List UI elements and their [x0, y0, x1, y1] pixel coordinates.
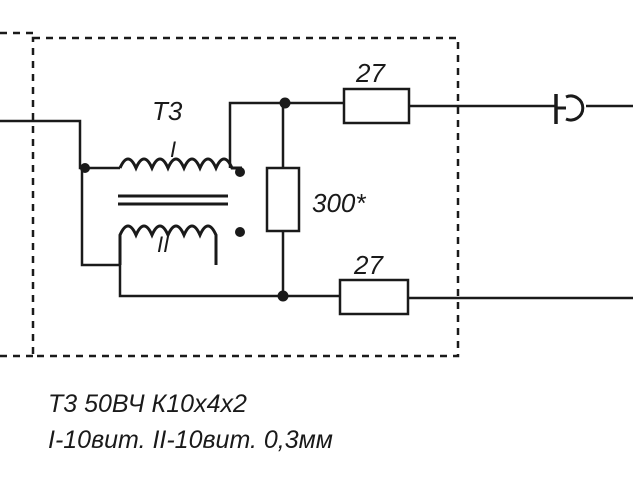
secondary-bottom-lead	[118, 265, 283, 298]
resistor-bottom	[338, 278, 410, 316]
input-wire	[0, 119, 120, 170]
junction-dot-top	[279, 97, 291, 109]
resistor-bottom-label: 27	[353, 250, 384, 280]
notes-line-1: Т3 50ВЧ К10х4х2	[48, 390, 247, 418]
left-return-wire	[80, 168, 120, 267]
junction-dot-bottom	[277, 290, 289, 302]
dashed-enclosure	[31, 36, 460, 358]
winding-label-primary: I	[170, 137, 176, 162]
winding-dot-primary	[235, 167, 245, 177]
secondary-winding	[118, 224, 218, 265]
resistor-middle	[265, 166, 301, 233]
notes-line-2: I-10вит. II-10вит. 0,3мм	[48, 426, 333, 454]
winding-dot-secondary	[235, 227, 245, 237]
resistor-top	[342, 87, 411, 125]
connector-symbol	[565, 94, 585, 122]
winding-label-secondary: II	[157, 232, 169, 257]
primary-winding	[118, 157, 242, 172]
resistor-top-label: 27	[355, 58, 386, 88]
primary-right-lead	[228, 101, 283, 168]
transformer-label: Т3	[152, 96, 183, 126]
resistor-middle-label: 300*	[312, 188, 366, 218]
